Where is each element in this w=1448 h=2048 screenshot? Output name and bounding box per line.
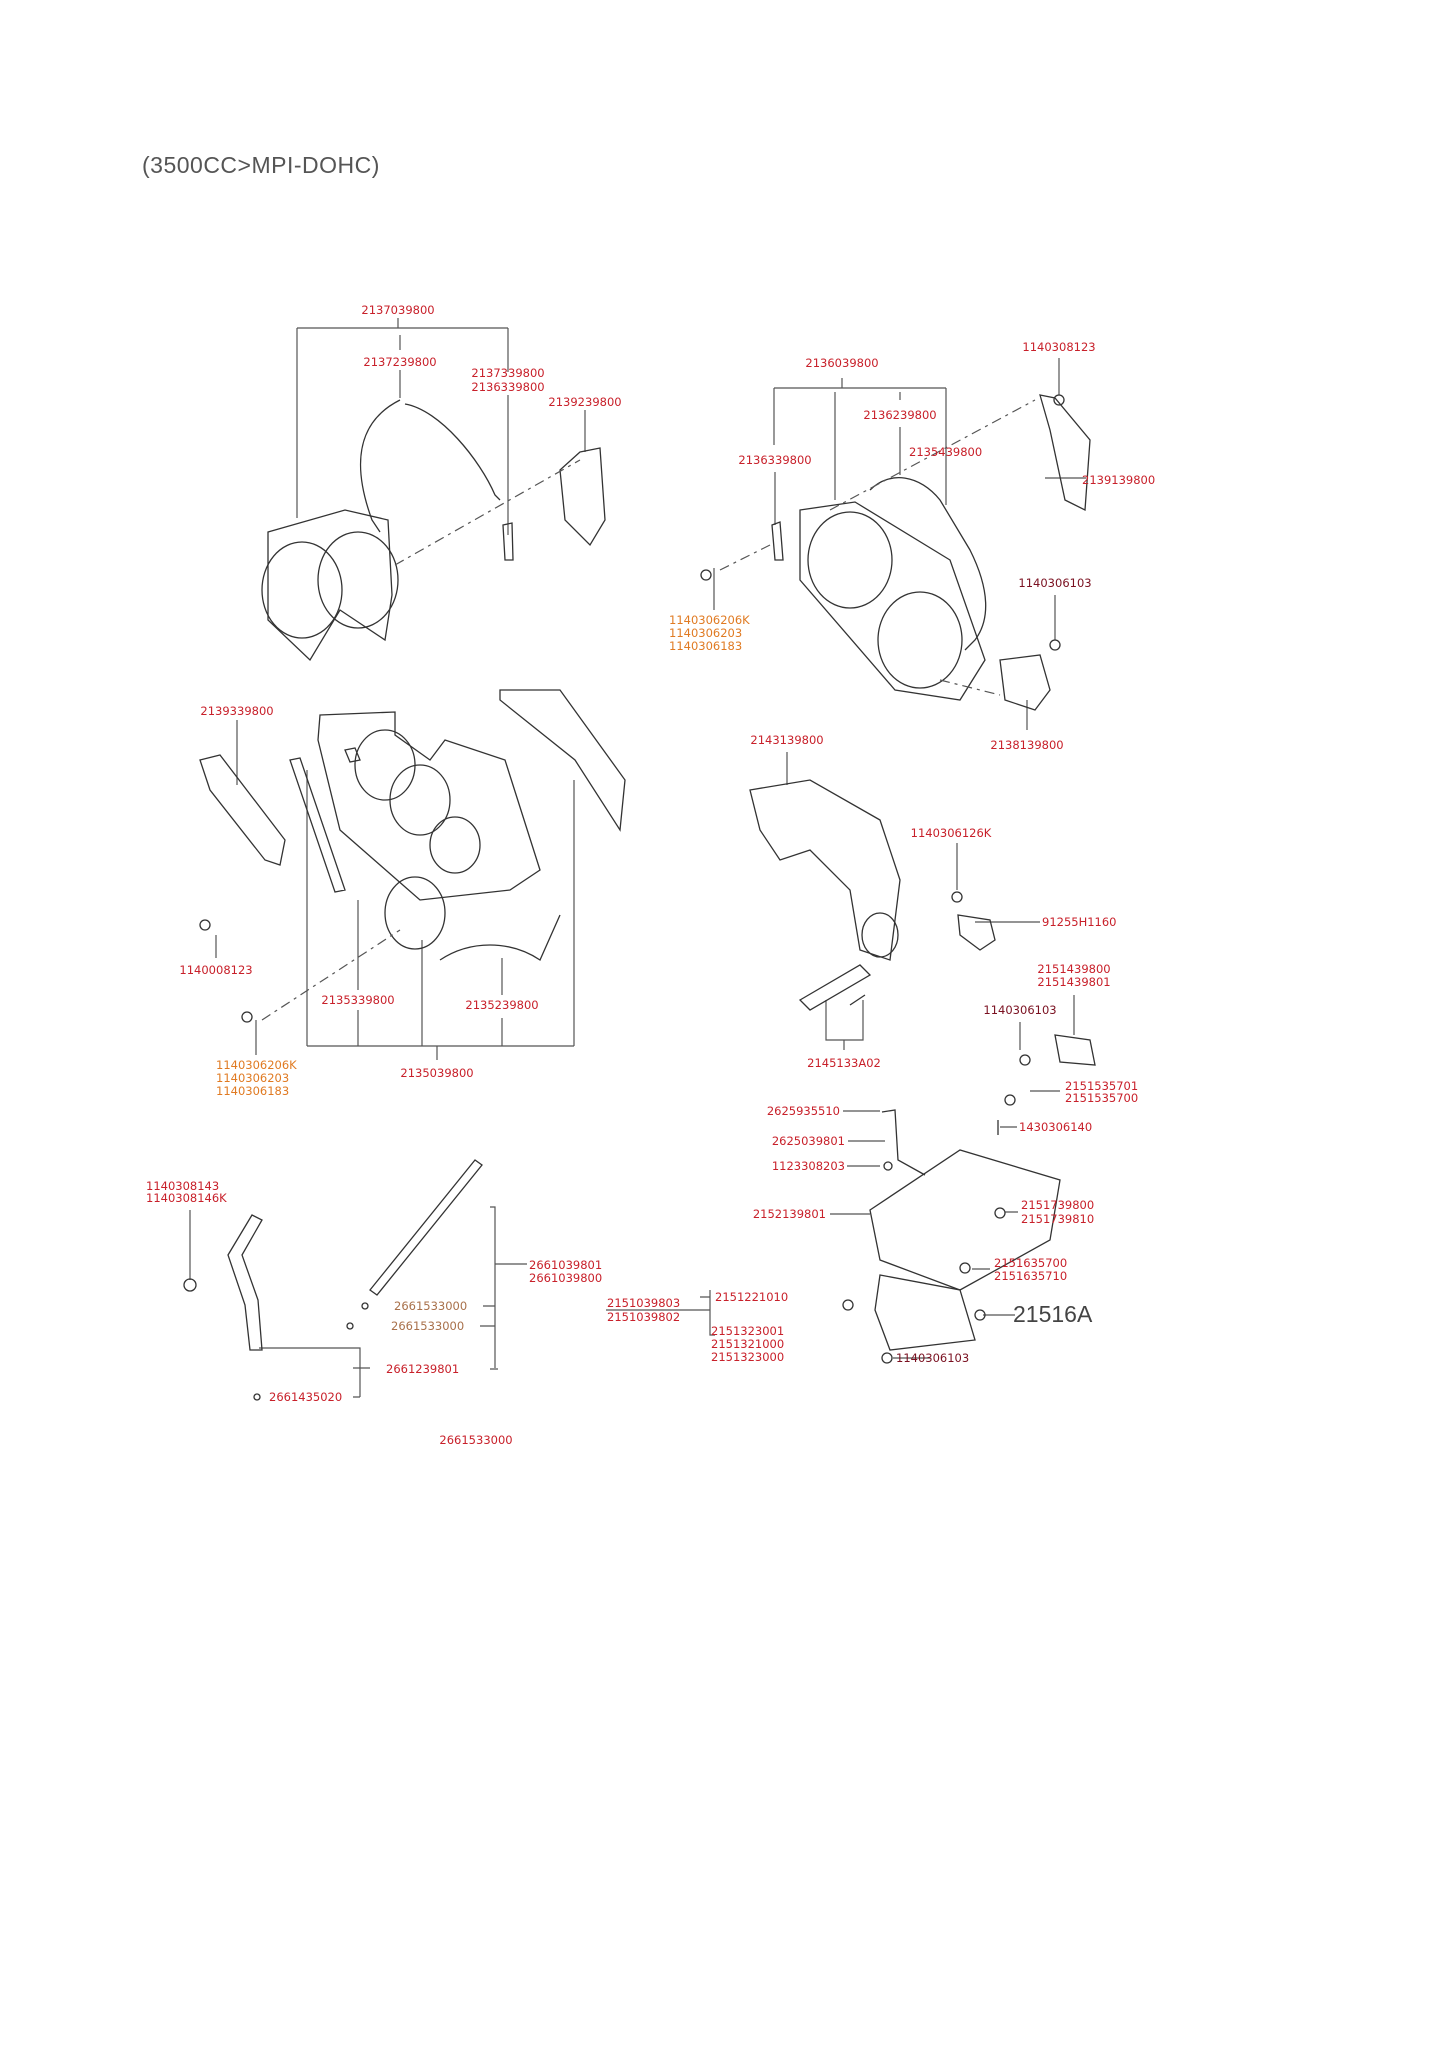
upper-timing-cover-right: [700, 358, 1091, 730]
part-number-label[interactable]: 2661533000: [394, 1299, 468, 1313]
part-number-label[interactable]: 2135339800: [321, 993, 395, 1007]
part-number-label[interactable]: 1140306206K: [669, 613, 750, 627]
part-number-label[interactable]: 2661239801: [386, 1362, 460, 1376]
part-number-label[interactable]: 2151439800: [1037, 962, 1111, 976]
part-number-label[interactable]: 2151039802: [607, 1310, 681, 1324]
oil-pan: [606, 1109, 1061, 1364]
part-number-label[interactable]: 2661533000: [439, 1433, 513, 1447]
part-number-label[interactable]: 1140306126K: [910, 826, 992, 840]
part-number-label[interactable]: 2145133A02: [807, 1056, 881, 1070]
lower-timing-cover: [199, 689, 626, 1060]
part-number-label[interactable]: 2151221010: [715, 1290, 789, 1304]
part-number-label[interactable]: 2625039801: [771, 1134, 845, 1148]
part-number-label[interactable]: 1140306183: [669, 639, 743, 653]
part-number-label[interactable]: 2136339800: [471, 380, 545, 394]
part-number-label[interactable]: 2661435020: [269, 1390, 343, 1404]
part-number-label[interactable]: 2139339800: [200, 704, 274, 718]
part-number-label[interactable]: 2661533000: [391, 1319, 465, 1333]
diagram-title: (3500CC>MPI-DOHC): [142, 152, 380, 178]
part-number-label[interactable]: 2151739810: [1021, 1212, 1095, 1226]
part-number-label[interactable]: 2137039800: [361, 303, 435, 317]
part-number-label[interactable]: 2143139800: [750, 733, 824, 747]
part-number-label[interactable]: 1140306183: [216, 1084, 290, 1098]
part-number-label[interactable]: 2151321000: [711, 1337, 785, 1351]
part-number-label[interactable]: 2151323000: [711, 1350, 785, 1364]
part-number-label[interactable]: 2151323001: [711, 1324, 785, 1338]
part-number-label[interactable]: 1140306203: [216, 1071, 290, 1085]
part-number-label[interactable]: 2139239800: [548, 395, 622, 409]
part-number-label[interactable]: 2151635710: [994, 1269, 1068, 1283]
part-number-label[interactable]: 2151439801: [1037, 975, 1111, 989]
part-number-label[interactable]: 2151535701: [1065, 1079, 1139, 1093]
part-number-label[interactable]: 1123308203: [771, 1159, 845, 1173]
oil-dipstick-and-tube: [183, 1159, 527, 1401]
part-number-label[interactable]: 1430306140: [1019, 1120, 1093, 1134]
part-number-label[interactable]: 2135239800: [465, 998, 539, 1012]
part-number-label[interactable]: 2151635700: [994, 1256, 1068, 1270]
part-number-label[interactable]: 2625935510: [766, 1104, 840, 1118]
part-number-label[interactable]: 2151535700: [1065, 1091, 1139, 1105]
reference-code: 21516A: [1013, 1301, 1093, 1327]
part-number-label[interactable]: 2136039800: [805, 356, 879, 370]
part-number-label[interactable]: 2135439800: [909, 445, 983, 459]
part-number-label[interactable]: 2135039800: [400, 1066, 474, 1080]
part-number-label[interactable]: 1140306203: [669, 626, 743, 640]
part-number-label[interactable]: 1140306103: [896, 1351, 970, 1365]
part-number-label[interactable]: 2137339800: [471, 366, 545, 380]
part-number-label[interactable]: 2138139800: [990, 738, 1064, 752]
rear-plate-and-brackets: [749, 752, 1096, 1135]
part-number-label[interactable]: 2661039801: [529, 1258, 603, 1272]
part-number-label[interactable]: 2137239800: [363, 355, 437, 369]
part-number-label[interactable]: 2151039803: [607, 1296, 681, 1310]
upper-timing-cover-left: [261, 318, 606, 662]
part-number-label[interactable]: 1140008123: [179, 963, 253, 977]
part-number-label[interactable]: 2151739800: [1021, 1198, 1095, 1212]
part-number-label[interactable]: 2661039800: [529, 1271, 603, 1285]
part-number-label[interactable]: 91255H1160: [1042, 915, 1117, 929]
part-number-label[interactable]: 1140306103: [1018, 576, 1092, 590]
part-number-label[interactable]: 2136239800: [863, 408, 937, 422]
part-number-label[interactable]: 1140308123: [1022, 340, 1096, 354]
part-number-label[interactable]: 2139139800: [1082, 473, 1156, 487]
part-number-label[interactable]: 1140308146K: [146, 1191, 227, 1205]
part-number-label[interactable]: 2152139801: [752, 1207, 826, 1221]
part-number-label[interactable]: 1140306206K: [216, 1058, 297, 1072]
part-number-label[interactable]: 2136339800: [738, 453, 812, 467]
part-number-label[interactable]: 1140306103: [983, 1003, 1057, 1017]
part-number-label[interactable]: 1140308143: [146, 1179, 220, 1193]
